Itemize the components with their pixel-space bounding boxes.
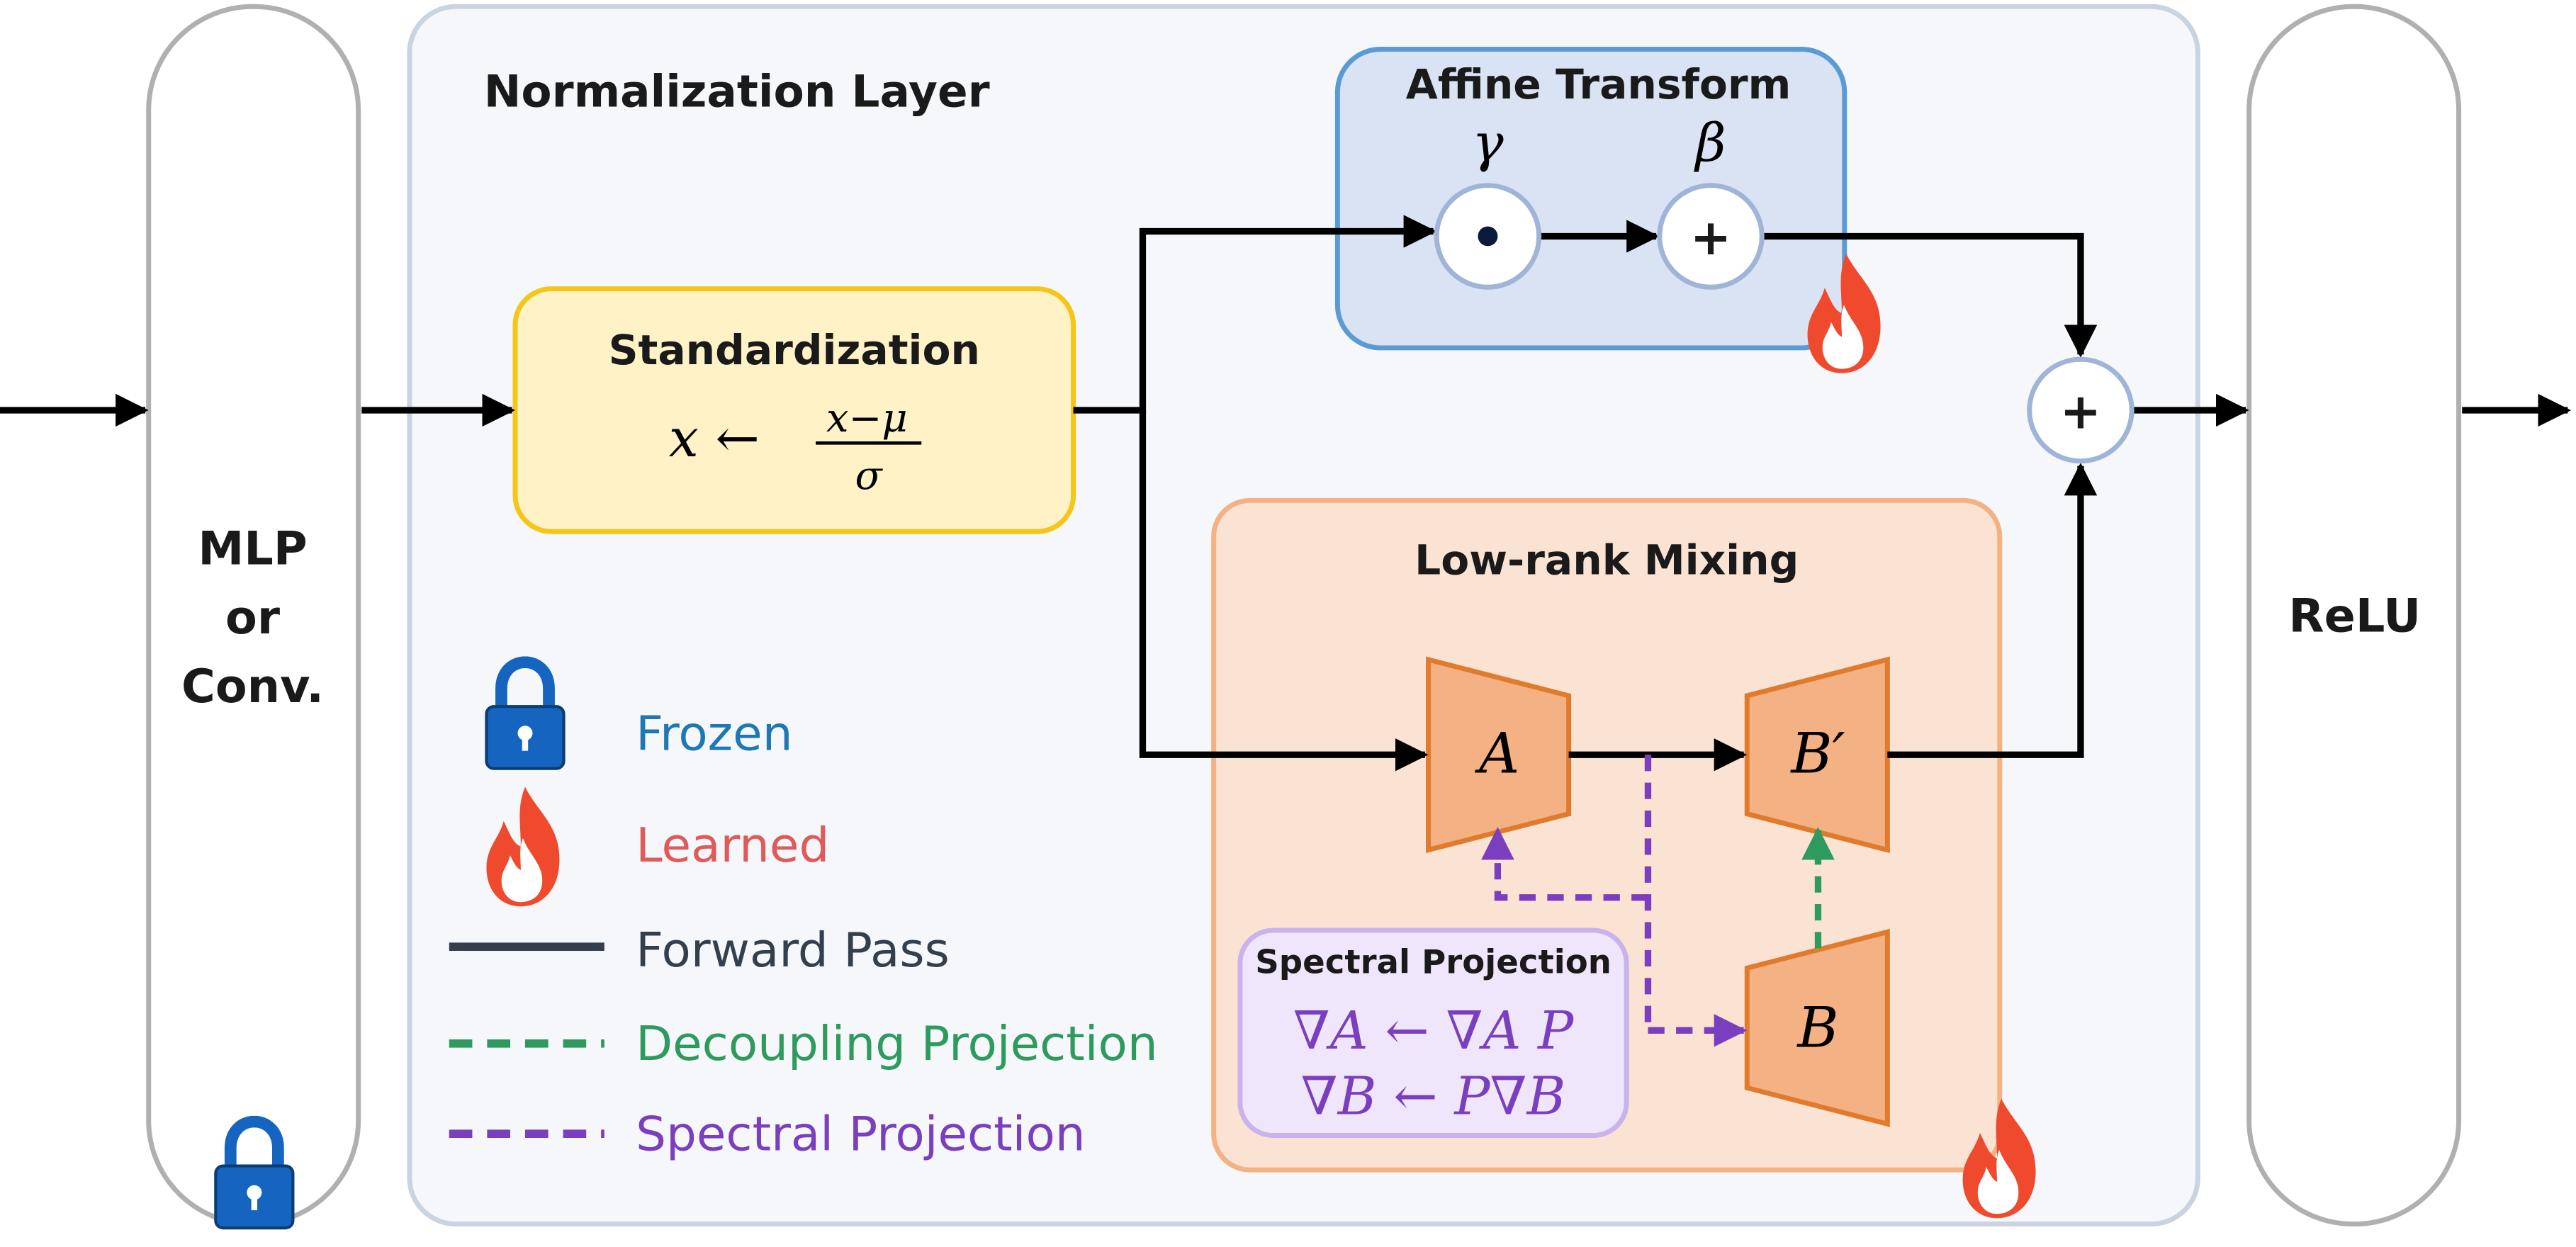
matrix-a-label: A [1474,721,1519,786]
gamma-label: γ [1472,112,1504,174]
relu-block [2246,4,2462,1227]
lowrank-mixing-title: Low-rank Mixing [1414,536,1799,585]
gamma-dot [1478,226,1498,247]
sum-plus-symbol: + [2060,383,2102,441]
affine-transform-title: Affine Transform [1406,60,1792,108]
matrix-b-shape [1744,928,1890,1127]
b-prime-to-sum-path [1887,463,2098,758]
standardization-to-affine-path [1073,215,1437,414]
beta-plus-symbol: + [1690,209,1732,266]
spectral-equation-1: ∇A ← ∇A P [1293,1000,1575,1061]
spectral-to-a-dash [1481,827,1648,901]
matrix-a-shape [1426,656,1572,854]
legend-forward-label: Forward Pass [636,922,950,978]
spectral-equation-2: ∇B ← P∇B [1301,1066,1566,1127]
spectral-projection-title: Spectral Projection [1255,942,1612,981]
matrix-b-prime-label: B′ [1789,721,1845,786]
standardization-numerator: x−μ [826,395,908,441]
mlp-label-line1: MLP [198,523,307,576]
spectral-projection-box [1237,927,1629,1138]
legend-learned-label: Learned [636,817,829,873]
legend-spectral-label: Spectral Projection [636,1106,1086,1162]
standardization-lhs: x ← [669,407,760,469]
mlp-label-line3: Conv. [181,660,324,713]
beta-add-node [1657,183,1765,290]
standardization-to-a-path [1139,410,1429,772]
beta-to-sum-path [1762,232,2098,358]
normalization-layer-title: Normalization Layer [484,66,990,118]
standardization-box [512,286,1076,534]
matrix-b-prime-shape [1744,656,1890,854]
standardization-title: Standardization [609,326,980,374]
relu-label: ReLU [2288,590,2421,643]
legend-decoupling-label: Decoupling Projection [636,1015,1158,1071]
matrix-b-label: B [1796,995,1838,1061]
standardization-denominator: σ [855,453,884,499]
mlp-label-line2: or [225,592,280,645]
sum-node [2027,356,2135,464]
beta-label: β [1693,112,1726,174]
legend-frozen-label: Frozen [636,706,792,762]
